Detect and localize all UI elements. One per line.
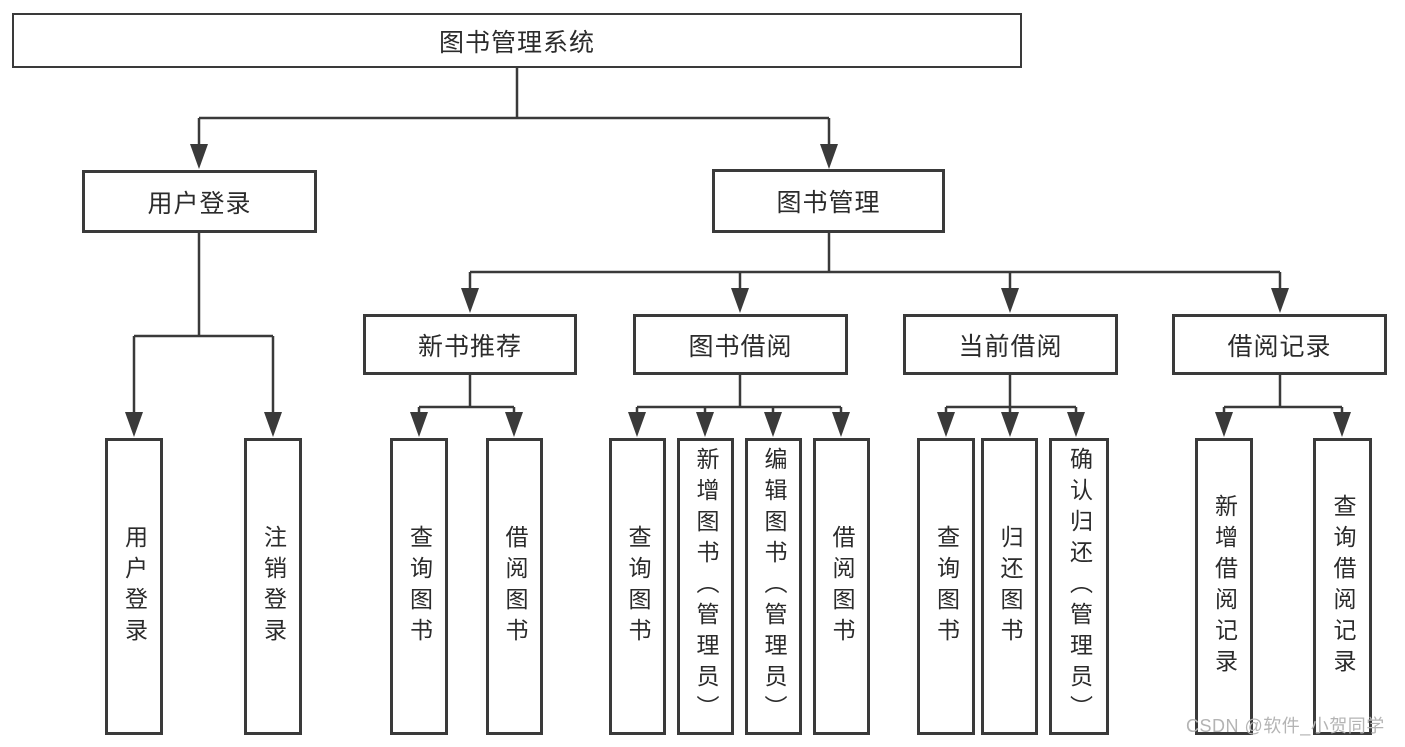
node-current-borrow-label: 当前借阅 xyxy=(958,332,1063,361)
leaf-user-login: 用户登录 xyxy=(105,438,163,735)
leaf-current-query-book: 查询图书 xyxy=(917,438,975,735)
node-borrow-records: 借阅记录 xyxy=(1172,314,1387,375)
leaf-records-add-record-label: 新增借阅记录 xyxy=(1211,493,1238,680)
node-current-borrow: 当前借阅 xyxy=(903,314,1118,375)
arrowhead xyxy=(1067,412,1085,437)
arrowhead xyxy=(461,288,479,313)
arrowhead xyxy=(505,412,523,437)
arrowhead xyxy=(696,412,714,437)
arrowhead xyxy=(1271,288,1289,313)
leaf-current-confirm-return-admin-label: 确认归还（管理员） xyxy=(1066,447,1093,726)
arrowhead xyxy=(832,412,850,437)
leaf-records-query-record: 查询借阅记录 xyxy=(1313,438,1372,735)
leaf-newbook-query-book-label: 查询图书 xyxy=(406,524,433,649)
leaf-newbook-borrow-book: 借阅图书 xyxy=(486,438,543,735)
node-new-book-recommend-label: 新书推荐 xyxy=(417,332,522,361)
arrowhead xyxy=(1215,412,1233,437)
arrowhead xyxy=(410,412,428,437)
leaf-records-add-record: 新增借阅记录 xyxy=(1195,438,1253,735)
leaf-borrow-borrow-book: 借阅图书 xyxy=(813,438,870,735)
leaf-borrow-edit-book-admin: 编辑图书（管理员） xyxy=(745,438,802,735)
watermark: CSDN @软件_小贺同学 xyxy=(1186,716,1385,736)
node-book-borrow-label: 图书借阅 xyxy=(688,332,793,361)
leaf-borrow-add-book-admin-label: 新增图书（管理员） xyxy=(693,447,719,726)
leaf-borrow-query-book-label: 查询图书 xyxy=(625,524,651,649)
arrowhead xyxy=(1333,412,1351,437)
edge-records-branch xyxy=(1222,375,1344,414)
leaf-user-login-label: 用户登录 xyxy=(121,524,148,649)
node-user-login: 用户登录 xyxy=(82,170,317,233)
arrowhead xyxy=(764,412,782,437)
leaf-logout-login-label: 注销登录 xyxy=(260,524,287,649)
leaf-records-query-record-label: 查询借阅记录 xyxy=(1330,493,1356,680)
node-book-management: 图书管理 xyxy=(712,169,945,233)
leaf-borrow-edit-book-admin-label: 编辑图书（管理员） xyxy=(761,447,787,726)
arrowhead xyxy=(264,412,282,437)
node-borrow-records-label: 借阅记录 xyxy=(1227,332,1332,361)
arrowhead xyxy=(731,288,749,313)
leaf-newbook-borrow-book-label: 借阅图书 xyxy=(502,524,528,649)
arrowhead xyxy=(628,412,646,437)
node-book-management-label: 图书管理 xyxy=(776,189,881,217)
arrowhead xyxy=(1001,288,1019,313)
leaf-newbook-query-book: 查询图书 xyxy=(390,438,448,735)
arrowhead xyxy=(190,144,208,169)
leaf-current-return-book-label: 归还图书 xyxy=(997,524,1023,649)
edge-newbook-branch xyxy=(417,375,516,414)
node-new-book-recommend: 新书推荐 xyxy=(363,314,577,375)
edge-root-stem xyxy=(197,68,831,146)
arrowhead xyxy=(820,144,838,169)
arrowhead xyxy=(937,412,955,437)
node-root-label: 图书管理系统 xyxy=(438,28,595,57)
edge-borrow-branch xyxy=(635,375,843,414)
leaf-logout-login: 注销登录 xyxy=(244,438,302,735)
node-book-borrow: 图书借阅 xyxy=(633,314,848,375)
node-user-login-label: 用户登录 xyxy=(147,189,252,218)
edge-current-branch xyxy=(944,375,1078,414)
leaf-borrow-borrow-book-label: 借阅图书 xyxy=(829,524,855,649)
edge-mgmt-branch xyxy=(468,233,1282,290)
arrowhead xyxy=(1001,412,1019,437)
node-root: 图书管理系统 xyxy=(12,13,1022,68)
edge-login-branch xyxy=(132,233,275,414)
leaf-current-query-book-label: 查询图书 xyxy=(933,524,960,649)
leaf-borrow-add-book-admin: 新增图书（管理员） xyxy=(677,438,734,735)
leaf-borrow-query-book: 查询图书 xyxy=(609,438,666,735)
arrowhead xyxy=(125,412,143,437)
leaf-current-return-book: 归还图书 xyxy=(981,438,1038,735)
leaf-current-confirm-return-admin: 确认归还（管理员） xyxy=(1049,438,1109,735)
